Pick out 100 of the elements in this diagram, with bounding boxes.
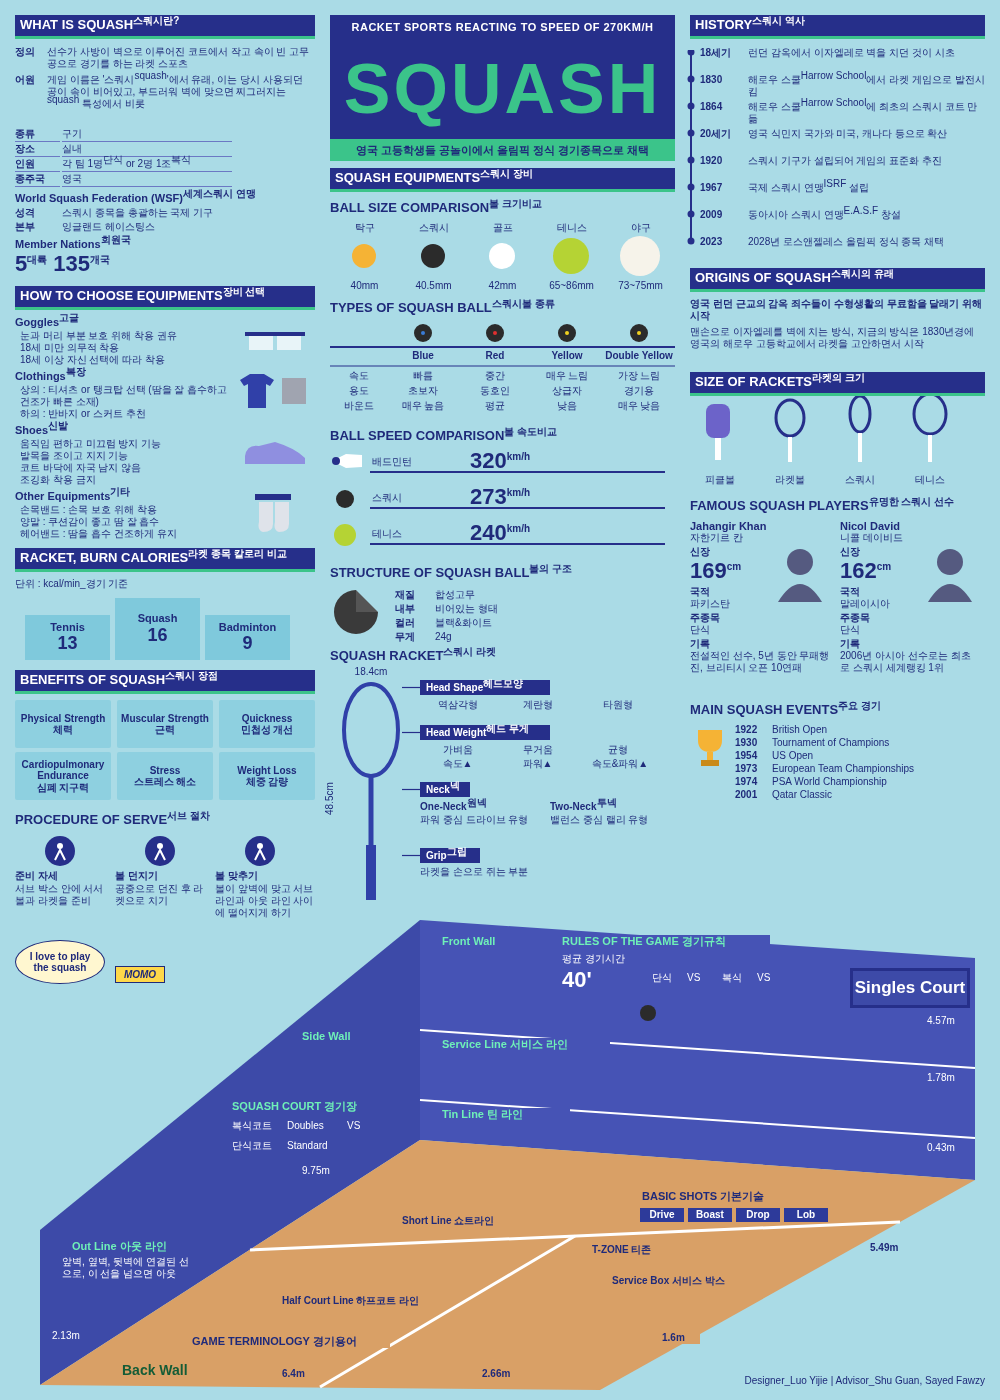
year-label: 1974	[735, 776, 759, 788]
body-text: 잉글랜드 헤이스팅스	[62, 221, 156, 233]
section-heading-bar: HISTORY$^{스쿼시 역사}$	[690, 15, 985, 39]
year-label: 1830	[700, 74, 724, 86]
term-label: 무게	[395, 631, 416, 643]
court-heading: RULES OF THE GAME 경기규칙	[560, 935, 770, 949]
section-heading-bar: RACKET, BURN CALORIES$^{라켓 종목 칼로리 비교}$	[15, 548, 315, 572]
bullet-text: 18세 미만 의무적 착용	[20, 342, 121, 354]
bullet-text: 상의 : 티셔츠 or 탱크탑 선택 (땀을 잘 흡수하고 건조가 빠른 소재)	[20, 384, 229, 408]
speed-value: 320$^{km/h}$	[470, 448, 532, 475]
origin-text: 맨손으로 이자엘레를 벽에 치는 방식, 지금의 방식은 1830년경에 영국의 해로우 고등학교에서 라켓을 고안하면서 시작	[690, 326, 976, 350]
body-text: 말레이시아	[840, 598, 891, 610]
table-header: Red	[484, 350, 506, 362]
section-heading: FAMOUS SQUASH PLAYERS$^{유명한 스쿼시 선수}$	[690, 498, 956, 514]
table-cell-text: 용도	[347, 385, 370, 397]
term-label: 성격	[15, 207, 36, 219]
body-text: 전설적인 선수, 5년 동안 무패행진, 브리티시 오픈 10연패	[690, 650, 830, 674]
dimension-label: 1.6m	[660, 1332, 700, 1344]
sport-name: Badminton	[218, 620, 277, 634]
calorie-value: 16	[147, 624, 168, 646]
shot-label: Drop	[736, 1208, 780, 1222]
leader-line	[401, 854, 421, 857]
dimension-label: 48.5cm	[324, 781, 336, 815]
table-cell: 종주국	[15, 173, 60, 187]
section-heading: TYPES OF SQUASH BALL$^{스쿼시볼 종류}$	[330, 300, 556, 316]
year-label: 2023	[700, 236, 724, 248]
year-label: 1973	[735, 763, 759, 775]
bullet-text: 조깅화 착용 금지	[20, 474, 97, 486]
body-text: 스쿼시 종목을 총괄하는 국제 기구	[62, 207, 215, 219]
table-cell-text: 바운드	[342, 400, 375, 412]
option-label: 타원형	[601, 699, 634, 711]
history-text: 스쿼시 기구가 설립되어 게임의 표준화 추진	[748, 155, 943, 167]
player-name: 자한기르 칸	[690, 532, 744, 544]
year-label: 18세기	[700, 47, 733, 59]
step-text: 공중으로 던진 후 라켓으로 치기	[115, 883, 205, 907]
table-cell-text: 동호인	[479, 385, 511, 397]
table-cell-text: 속도	[347, 370, 370, 382]
option-text: 파워 중심 드라이브 유형	[420, 814, 530, 826]
term-label: 정의	[15, 46, 36, 58]
term-label: 어원	[15, 74, 36, 86]
dimension-label: 18.4cm	[353, 666, 389, 678]
term-label: 신장	[840, 546, 861, 558]
benefit-card	[15, 752, 111, 800]
podium-step	[115, 598, 200, 660]
size-value: 73~75mm	[617, 280, 664, 292]
racket-name: 피클볼	[704, 474, 736, 486]
benefit-card	[117, 700, 213, 748]
grip-text: 라켓을 손으로 쥐는 부분	[420, 866, 530, 878]
benefit-card	[219, 752, 315, 800]
term-label: 국적	[690, 586, 711, 598]
section-heading: MAIN SQUASH EVENTS$^{주요 경기}$	[690, 702, 882, 718]
year-label: 2001	[735, 789, 759, 801]
table-cell: 장소	[15, 143, 60, 157]
stat-value: 169$^{cm}$	[690, 558, 743, 585]
year-label: 1954	[735, 750, 759, 762]
title-text: SQUASH	[330, 39, 675, 139]
benefit-korean: 체력	[53, 724, 73, 736]
effect-label: 속도&파워▲	[590, 758, 650, 770]
ball-name: 스쿼시	[417, 222, 450, 234]
year-label: 1930	[735, 737, 759, 749]
table-cell: 종류	[15, 128, 60, 142]
body-text: 2006년 아시아 선수로는 최초로 스쿼시 세계랭킹 1위	[840, 650, 972, 674]
history-text: 2028년 로스앤젤레스 올림픽 정식 종목 채택	[748, 236, 946, 248]
benefit-card	[15, 700, 111, 748]
bullet-text: 하의 : 반바지 or 스커트 추천	[20, 408, 147, 420]
history-text: 런던 감옥에서 이자엘레로 벽을 치던 것이 시초	[748, 47, 956, 59]
effect-label: 속도▲	[441, 758, 474, 770]
section-heading: STRUCTURE OF SQUASH BALL$^{볼의 구조}$	[330, 565, 574, 581]
option-label: 무거움	[521, 744, 554, 756]
event-name: Tournament of Champions	[772, 737, 891, 749]
shot-label: Drive	[640, 1208, 684, 1222]
sport-name: 스쿼시	[372, 492, 403, 504]
table-header: Yellow	[550, 350, 584, 362]
step-text: 볼이 앞벽에 맞고 서브 라인과 아웃 라인 사이에 떨어지게 하기	[215, 883, 315, 919]
benefit-name: Stress	[149, 764, 181, 776]
speed-value: 240$^{km/h}$	[470, 520, 532, 547]
calorie-value: 9	[242, 633, 253, 655]
racket-drawing	[340, 680, 402, 900]
benefit-card	[219, 700, 315, 748]
section-heading-bar: SIZE OF RACKETS$^{라켓의 크기}$	[690, 372, 985, 396]
term-label: 재질	[395, 589, 416, 601]
racket-name: 테니스	[914, 474, 946, 486]
bullet-text: 손목밴드 : 손목 보호 위해 착용	[20, 504, 158, 516]
table-cell-text: 매우 느림	[544, 370, 590, 382]
body-text: 합성고무	[435, 589, 476, 601]
section-heading-bar: BENEFITS OF SQUASH$^{스쿼시 장점}$	[15, 670, 315, 694]
benefit-korean: 근력	[155, 724, 175, 736]
table-cell-text: 평균	[484, 400, 506, 412]
option-text: 밸런스 중심 랠리 유형	[550, 814, 650, 826]
calorie-value: 13	[57, 633, 78, 655]
ball-name: 야구	[629, 222, 652, 234]
body-text: 블랙&화이트	[435, 617, 493, 629]
term-label: 본부	[15, 221, 36, 233]
credit-text: Designer_Luo Yijie | Advisor_Shu Guan, Sayed Fawzy	[743, 1375, 985, 1387]
bullet-text: 헤어밴드 : 땀을 흡수 건조하게 유지	[20, 528, 178, 540]
table-cell-text: 초보자	[407, 385, 439, 397]
year-label: 1920	[700, 155, 724, 167]
line-label: Service Line 서비스 라인	[440, 1038, 610, 1052]
year-label: 1922	[735, 724, 759, 736]
sport-name: Squash	[137, 612, 178, 625]
